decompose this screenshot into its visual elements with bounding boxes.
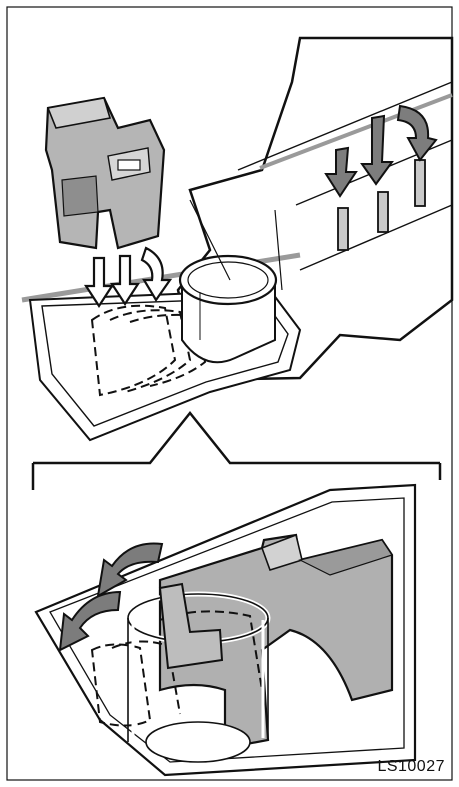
cup-cylinder (180, 256, 276, 362)
insert-piece (46, 98, 164, 248)
insert-arrows (86, 248, 170, 306)
top-panel (22, 38, 452, 440)
bottom-panel (36, 485, 415, 775)
figure-reference-code: LS10027 (377, 758, 445, 776)
